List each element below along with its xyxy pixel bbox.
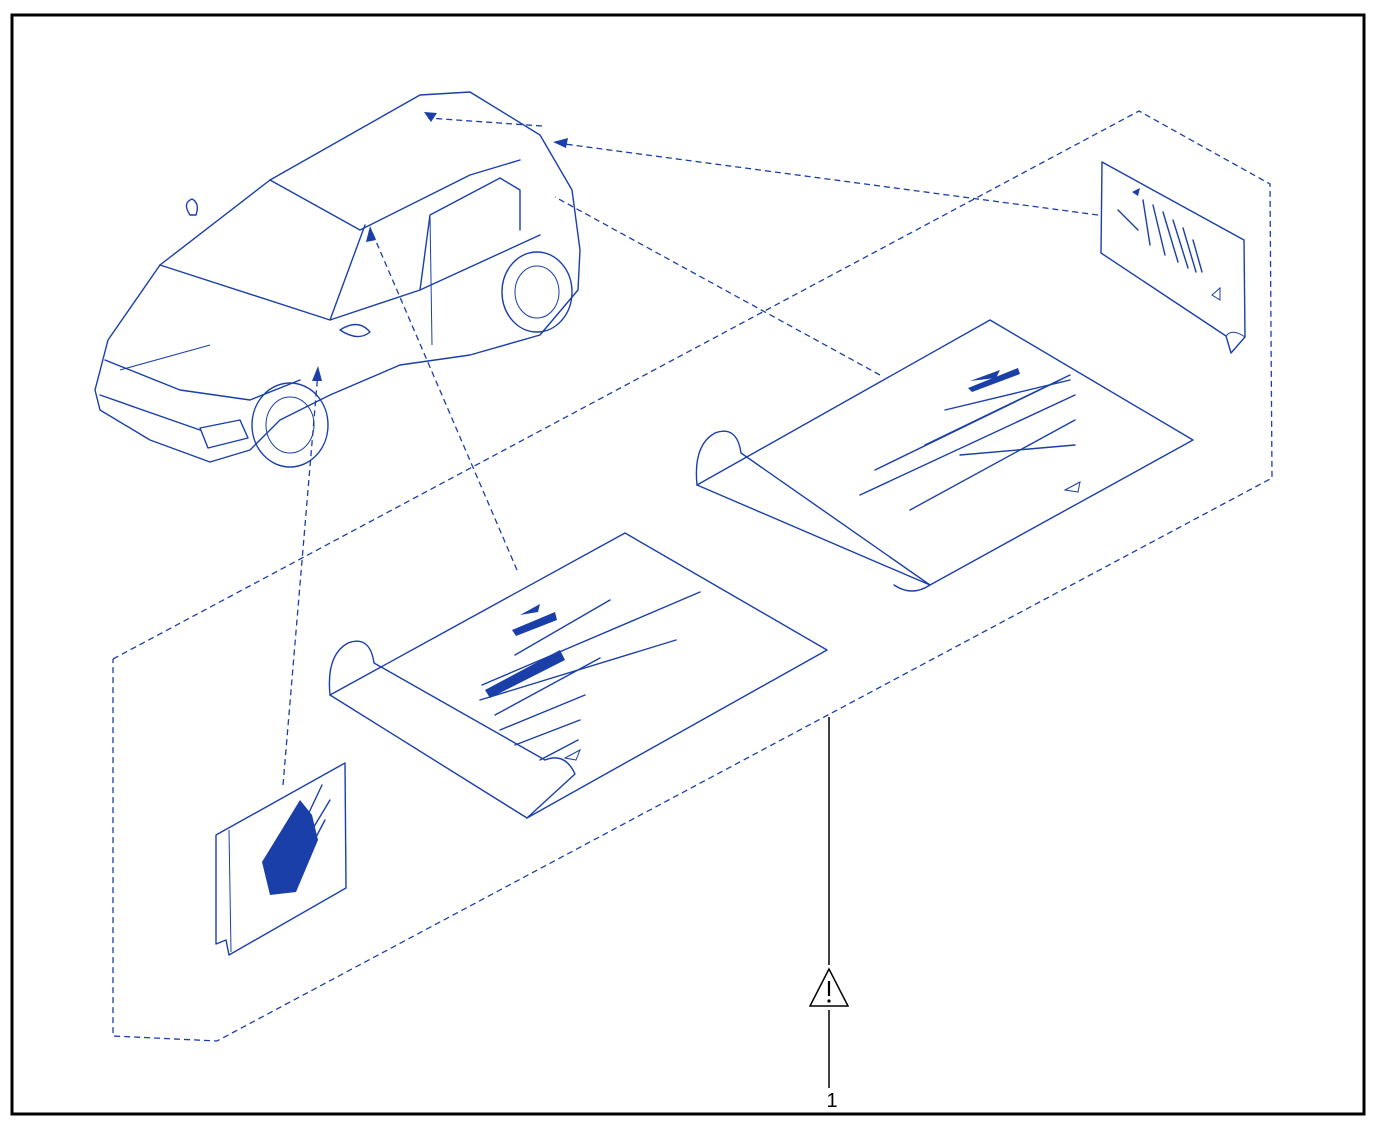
arrow-heads — [312, 112, 568, 381]
decal-sheet-front — [328, 532, 828, 819]
leader-lines — [282, 117, 1099, 786]
border-frame — [10, 13, 1366, 1116]
car-illustration — [94, 91, 581, 468]
warning-triangle-icon — [808, 967, 850, 1007]
decal-sheet-rear — [695, 319, 1194, 592]
callout-number: 1 — [826, 1090, 838, 1112]
assembly-boundary — [112, 110, 1273, 1042]
sticker-front-lower — [215, 762, 347, 956]
sticker-rear-upper — [1100, 161, 1246, 354]
